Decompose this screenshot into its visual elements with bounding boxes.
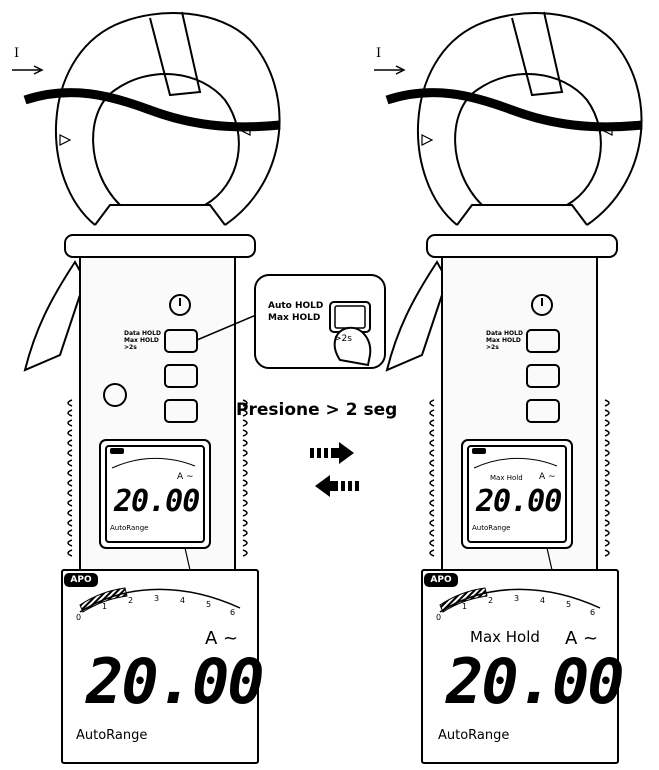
right-apo-badge: APO <box>430 575 452 585</box>
scale-tick: 4 <box>540 596 546 605</box>
scale-tick: 3 <box>154 594 160 603</box>
scale-tick: 4 <box>180 596 186 605</box>
scale-tick: 0 <box>76 613 82 622</box>
left-jaw-inner <box>92 73 240 206</box>
scale-tick: 3 <box>514 594 520 603</box>
finger-icon <box>333 326 372 367</box>
right-small-reading: 20.00 <box>476 484 562 519</box>
back-arrow-icon <box>315 475 359 497</box>
left-main-reading: 20.00 <box>86 645 265 718</box>
right-meter <box>374 11 643 571</box>
scale-tick: 5 <box>566 600 572 609</box>
scale-tick: 1 <box>462 602 468 611</box>
right-unit-label: A ~ <box>565 628 599 649</box>
left-apo-badge: APO <box>70 575 92 585</box>
right-big-lcd <box>421 569 619 764</box>
right-small-max-hold: Max Hold <box>490 474 523 482</box>
scale-tick: 6 <box>590 608 596 617</box>
left-small-range: AutoRange <box>110 524 149 532</box>
forward-arrow-icon <box>310 442 354 464</box>
left-big-lcd <box>61 569 259 764</box>
left-power-button <box>169 294 191 316</box>
left-wire <box>23 88 281 132</box>
left-small-unit: A ~ <box>177 472 194 482</box>
scale-tick: 0 <box>436 613 442 622</box>
left-small-lcd <box>99 439 211 549</box>
instruction-caption: Presione > 2 seg <box>236 400 398 420</box>
scale-tick: 2 <box>128 596 134 605</box>
left-hold-button <box>164 329 198 353</box>
left-range-button <box>164 399 198 423</box>
left-mode-button <box>164 364 198 388</box>
current-label-left: I <box>14 46 20 61</box>
button-callout <box>196 274 386 369</box>
right-small-unit: A ~ <box>539 472 556 482</box>
right-main-reading: 20.00 <box>446 645 625 718</box>
scale-tick: 6 <box>230 608 236 617</box>
scale-tick: 1 <box>102 602 108 611</box>
right-range-label: AutoRange <box>438 728 510 743</box>
left-trigger <box>23 260 87 372</box>
left-small-reading: 20.00 <box>114 484 200 519</box>
left-unit-label: A ~ <box>205 628 239 649</box>
callout-duration: >2s <box>334 334 352 344</box>
scale-tick: 2 <box>488 596 494 605</box>
right-small-range: AutoRange <box>472 524 511 532</box>
current-label-right: I <box>376 46 382 61</box>
left-range-label: AutoRange <box>76 728 148 743</box>
right-max-hold-label: Max Hold <box>470 628 540 646</box>
scale-tick: 5 <box>206 600 212 609</box>
